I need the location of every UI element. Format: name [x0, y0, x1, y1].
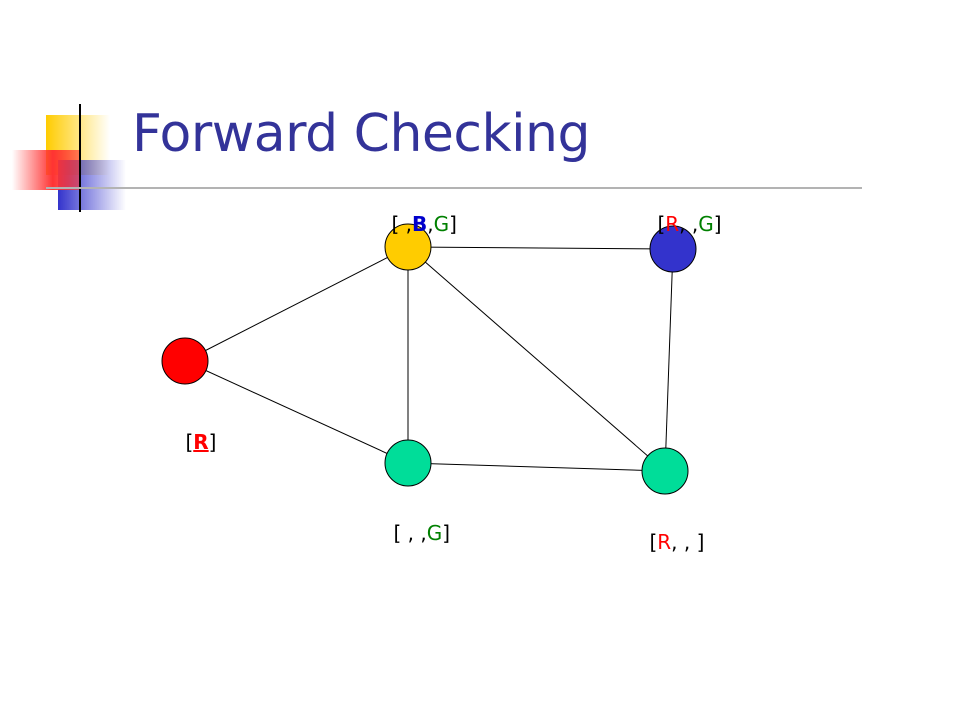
domain-label-C: [R, ,G] [657, 212, 722, 236]
node-A [161, 337, 209, 385]
edge-B-E [407, 246, 666, 472]
domain-label-A: [R] [185, 430, 217, 454]
edge-C-E [664, 248, 674, 472]
node-C [649, 225, 697, 273]
edge-A-D [184, 360, 409, 464]
domain-label-B: [ ,B,G] [391, 212, 457, 236]
domain-label-E: [R, , ] [649, 530, 705, 554]
edge-A-B [184, 246, 409, 362]
node-B [384, 223, 432, 271]
edge-D-E [407, 462, 666, 472]
edge-B-C [407, 246, 674, 250]
domain-label-D: [ , ,G] [393, 521, 450, 545]
slide-title: Forward Checking [132, 104, 591, 164]
node-E [641, 447, 689, 495]
node-D [384, 439, 432, 487]
decor-red-square [12, 150, 80, 190]
